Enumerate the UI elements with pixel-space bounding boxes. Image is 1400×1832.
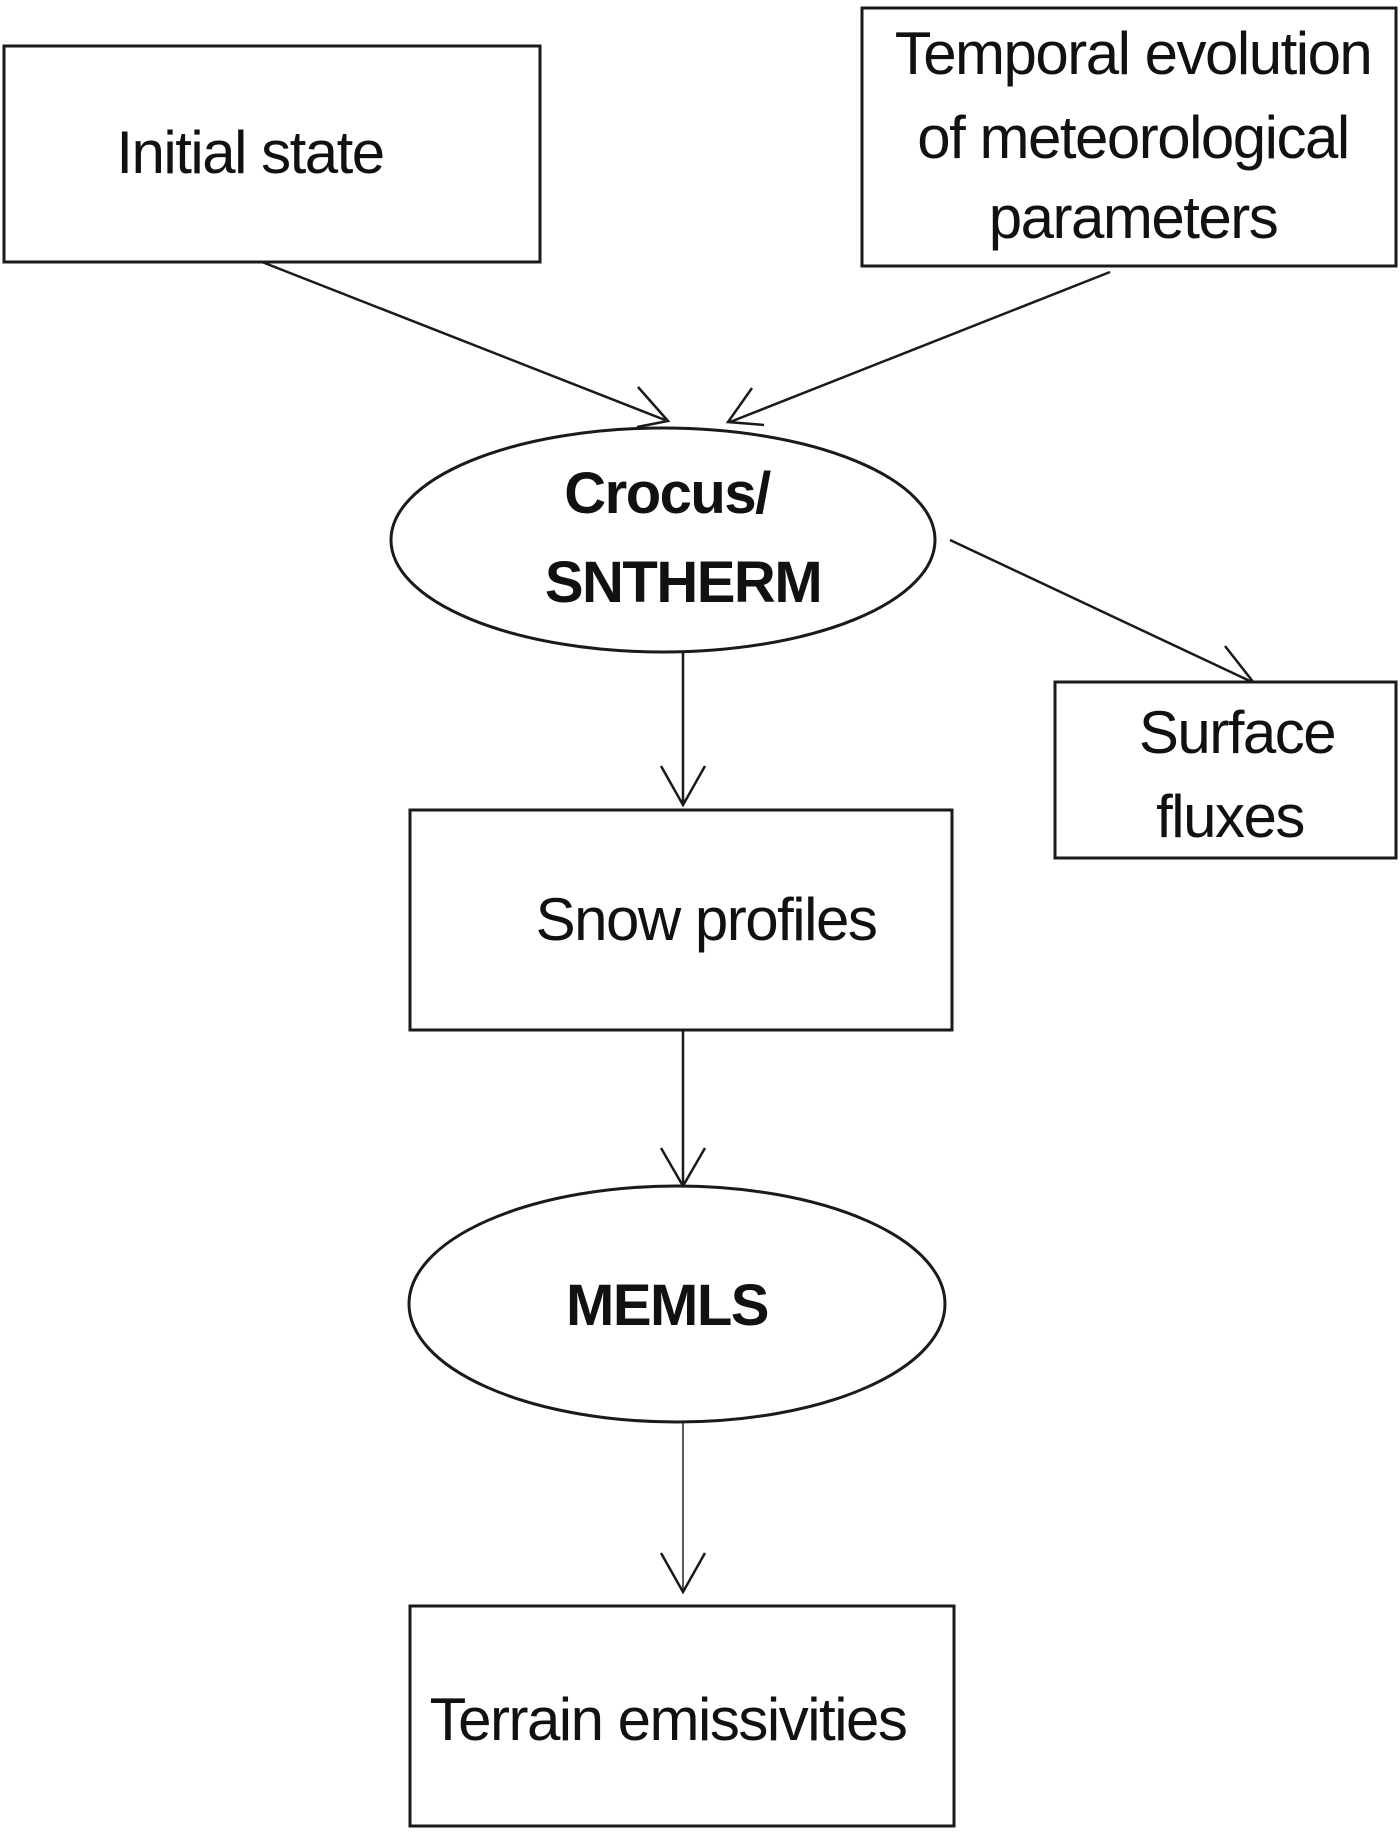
edge-meteo-to-crocus [725, 270, 1111, 427]
node-memls-label: MEMLS [566, 1273, 768, 1338]
node-initial-state: Initial state [2, 44, 542, 264]
edge-snow-profiles-to-memls [659, 1030, 707, 1189]
edge-crocus-to-fluxes [949, 538, 1257, 685]
node-terrain-label: Terrain emissivities [430, 1686, 907, 1753]
node-surface-fluxes-line1: Surface [1139, 699, 1335, 766]
node-surface-fluxes-line2: fluxes [1156, 783, 1304, 850]
node-meteo-line2: of meteorological [917, 104, 1348, 171]
edge-memls-to-terrain [659, 1422, 707, 1595]
node-terrain-emissivities: Terrain emissivities [408, 1604, 956, 1828]
node-initial-state-label: Initial state [116, 119, 383, 186]
node-surface-fluxes: Surface fluxes [1053, 680, 1398, 860]
node-crocus-sntherm: Crocus/ SNTHERM [389, 426, 937, 654]
edge-initial-to-crocus [261, 260, 671, 429]
node-memls: MEMLS [407, 1184, 947, 1424]
node-meteorological-parameters: Temporal evolution of meteorological par… [860, 6, 1398, 268]
node-crocus-line2: SNTHERM [545, 550, 821, 615]
diagram-edges [261, 260, 1257, 1595]
edge-crocus-to-snow-profiles [659, 652, 707, 808]
node-meteo-line1: Temporal evolution [895, 20, 1372, 87]
node-crocus-line1: Crocus/ [564, 461, 771, 526]
node-snow-profiles: Snow profiles [408, 808, 954, 1032]
node-snow-profiles-label: Snow profiles [536, 886, 877, 953]
node-meteo-line3: parameters [989, 184, 1277, 251]
